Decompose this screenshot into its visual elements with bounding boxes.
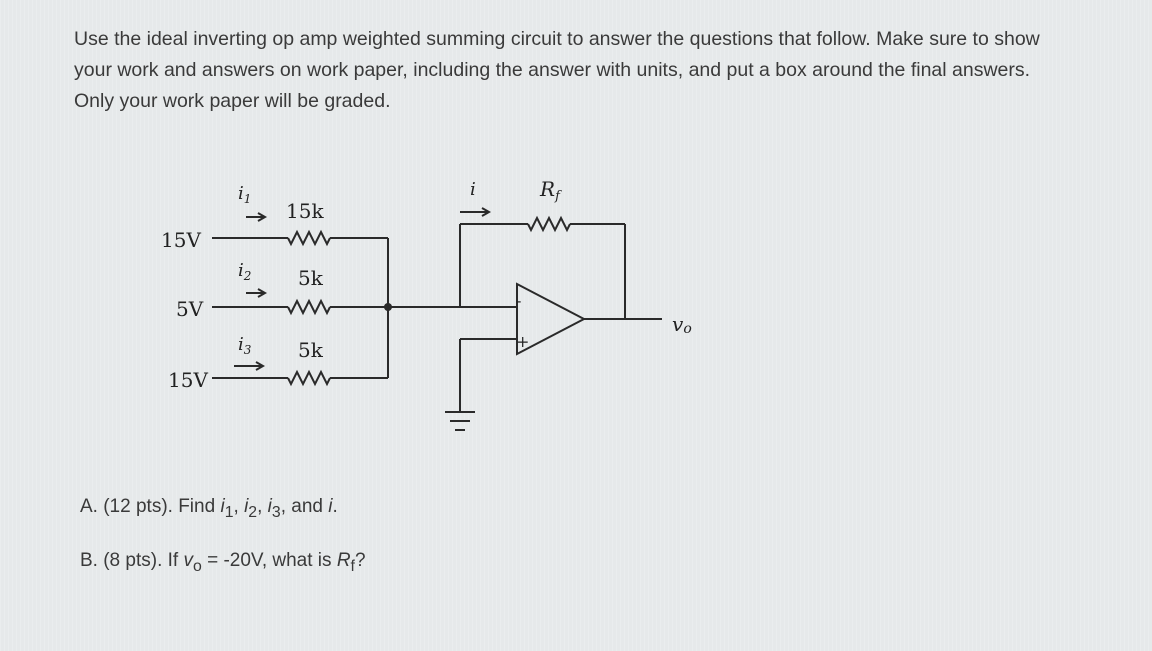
- resistor-5k-a: [287, 298, 331, 316]
- current-i2-label: i2: [238, 260, 251, 283]
- current-i3-label: i3: [238, 334, 252, 357]
- output-label: vo: [672, 312, 692, 337]
- source-3-voltage: 15V: [168, 368, 208, 392]
- question-b: B. (8 pts). If vo = -20V, what is Rf?: [80, 549, 366, 575]
- resistor-2-label: 5k: [298, 266, 324, 290]
- questions-section: A. (12 pts). Find i1, i2, i3, and i. B. …: [80, 494, 366, 602]
- op-amp-triangle: [516, 282, 587, 356]
- feedback-current-label: i: [470, 179, 476, 200]
- source-1-voltage: 15V: [161, 228, 201, 252]
- resistor-1-label: 15k: [286, 199, 324, 223]
- summing-junction-dot: [384, 303, 392, 311]
- instructions-text: Use the ideal inverting op amp weighted …: [74, 28, 1040, 112]
- resistor-5k-b: [287, 369, 331, 387]
- feedback-resistor: [527, 215, 571, 233]
- resistor-15k: [287, 229, 331, 247]
- feedback-resistor-label: Rf: [539, 177, 562, 204]
- inverting-input-sign: -: [516, 291, 521, 310]
- source-2-voltage: 5V: [176, 297, 204, 321]
- noninverting-input-sign: +: [516, 332, 529, 351]
- resistor-3-label: 5k: [298, 338, 324, 362]
- question-a: A. (12 pts). Find i1, i2, i3, and i.: [80, 496, 338, 521]
- current-i1-label: i1: [238, 183, 251, 206]
